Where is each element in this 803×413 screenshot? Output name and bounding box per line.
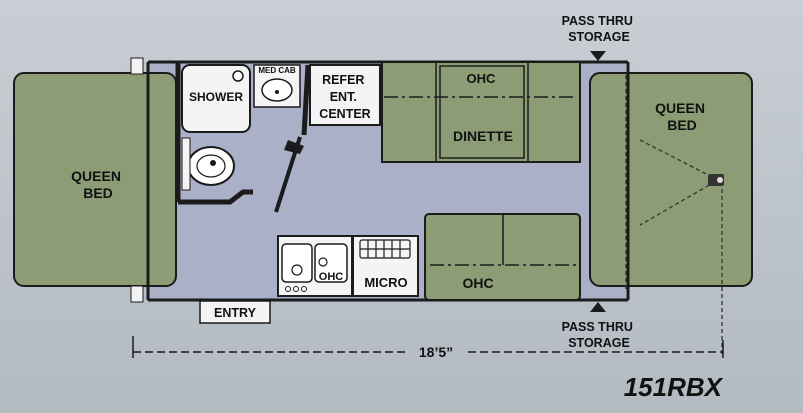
svg-text:PASS THRU STORAGE: PASS THRU STORAGE xyxy=(562,14,637,44)
pass-thru-top-label-1: PASS THRU xyxy=(562,14,633,28)
shower-label: SHOWER xyxy=(189,90,243,104)
entry-label: ENTRY xyxy=(214,306,257,320)
queen-bed-right-label-2: BED xyxy=(667,117,697,133)
refer-ent-center xyxy=(309,64,381,126)
svg-text:QUEEN BED: QUEEN BED xyxy=(655,100,709,133)
shower-drain-icon xyxy=(232,70,244,82)
bed-end-marker-bottom xyxy=(130,285,144,303)
svg-text:PASS THRU STORAGE: PASS THRU STORAGE xyxy=(562,320,637,350)
overall-length-label: 18’5” xyxy=(419,344,453,360)
length-dimension-line xyxy=(132,336,724,358)
hitch-coupler-icon xyxy=(708,174,724,186)
queen-bed-right xyxy=(589,72,753,287)
kitchen-counter: OHC MICRO xyxy=(277,235,419,297)
queen-bed-left-label-1: QUEEN xyxy=(71,168,121,184)
micro-label: MICRO xyxy=(364,275,407,290)
pass-thru-bottom-arrow-icon xyxy=(590,302,606,312)
refer-label-3: CENTER xyxy=(319,107,370,121)
refer-label-1: REFER xyxy=(322,73,364,87)
sink-ohc-label: OHC xyxy=(319,271,344,283)
bed-end-marker-top xyxy=(130,57,144,75)
pass-thru-bottom-label-1: PASS THRU xyxy=(562,320,633,334)
shower-stall xyxy=(181,64,251,133)
svg-text:QUEEN BED: QUEEN BED xyxy=(71,168,125,201)
pass-thru-bottom-label-2: STORAGE xyxy=(568,336,630,350)
ohc-top-label: OHC xyxy=(467,71,497,86)
kitchen-sink xyxy=(281,243,313,283)
queen-bed-left-label-2: BED xyxy=(83,185,113,201)
refer-label-2: ENT. xyxy=(330,90,357,104)
bathroom: SHOWER MED CAB xyxy=(175,62,311,213)
dinette-label: DINETTE xyxy=(453,128,513,144)
stove-grate-icon xyxy=(359,239,411,259)
model-name: 151RBX xyxy=(624,372,724,402)
microwave-stove xyxy=(352,235,419,297)
pass-thru-top-label-2: STORAGE xyxy=(568,30,630,44)
med-cab-label: MED CAB xyxy=(258,66,296,75)
pass-thru-top-arrow-icon xyxy=(590,51,606,61)
ohc-bottom-label: OHC xyxy=(462,275,493,291)
queen-bed-right-label-1: QUEEN xyxy=(655,100,705,116)
svg-text:REFER ENT. CENTER: REFER ENT. CENTER xyxy=(319,73,370,121)
sofa: OHC xyxy=(424,213,581,301)
dinette: OHC DINETTE xyxy=(381,61,581,163)
entry-door xyxy=(199,300,271,324)
